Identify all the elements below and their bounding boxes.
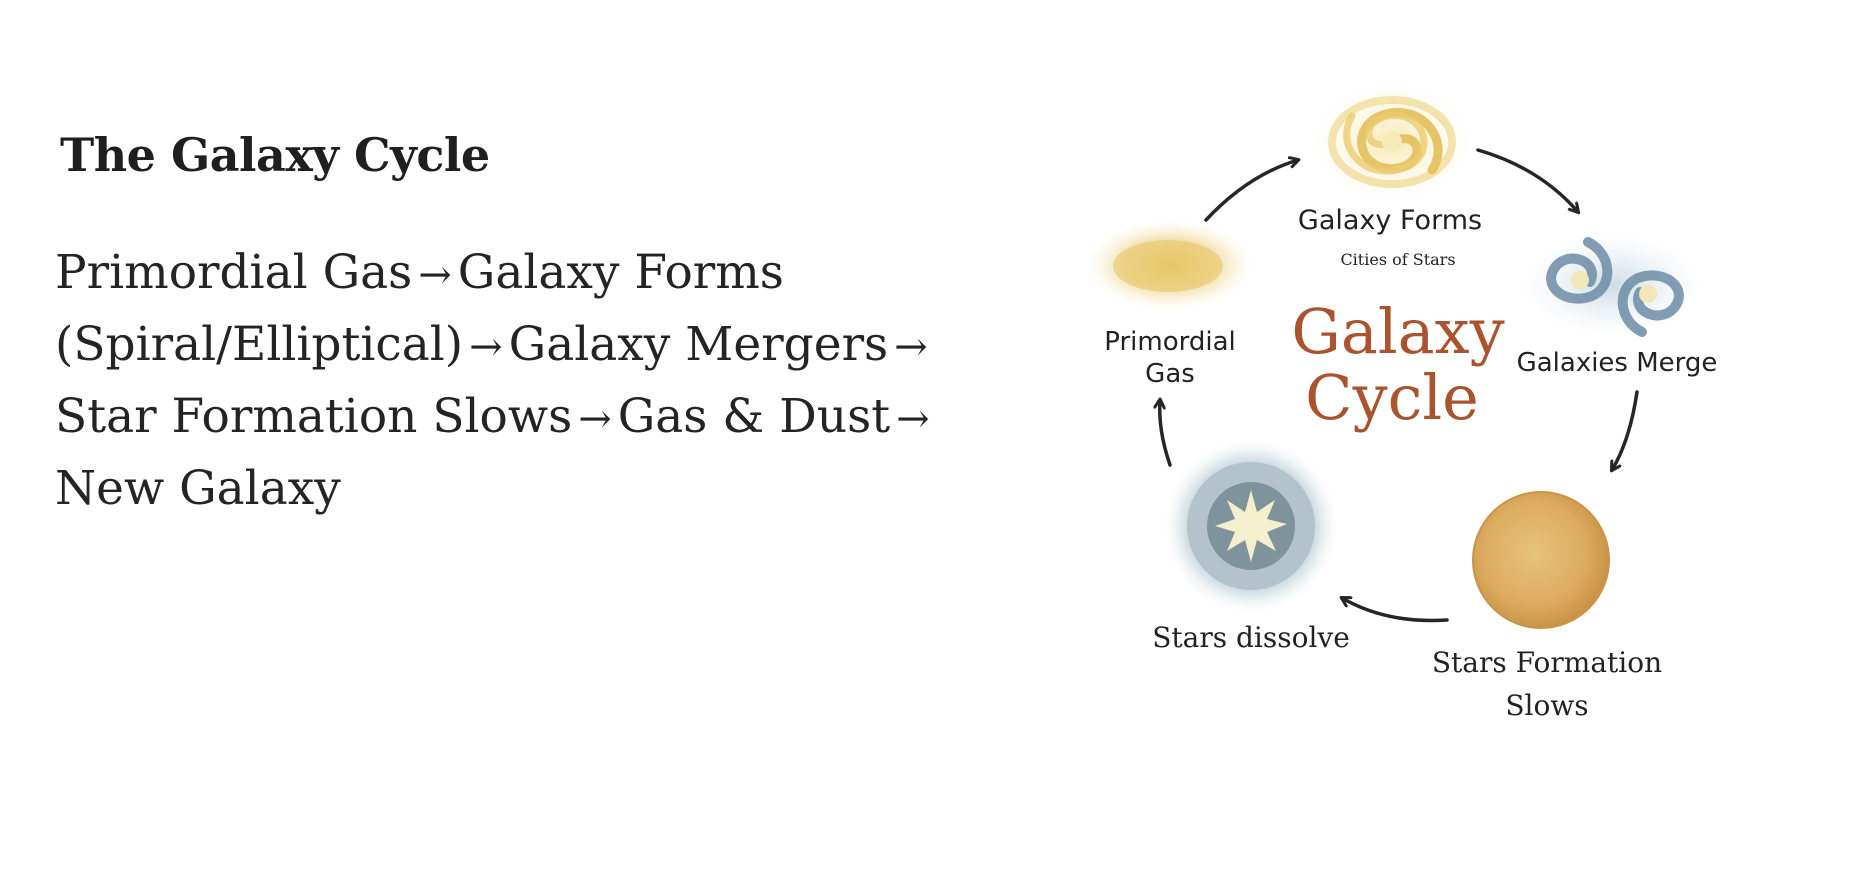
center-title-line-2: Cycle	[1305, 361, 1479, 434]
arrow-to-galaxies-merge-icon	[1478, 150, 1578, 212]
stage-label-galaxy-forms: Galaxy Forms	[1298, 205, 1482, 236]
merging-galaxies-icon	[1524, 235, 1700, 335]
stellar-remnant-icon	[1165, 440, 1337, 612]
spiral-galaxy-icon	[1314, 84, 1470, 200]
gas-cloud-icon	[1088, 221, 1252, 309]
arrow-to-stars-formation-slows-icon	[1612, 392, 1637, 470]
center-title: Galaxy Cycle	[1291, 295, 1504, 434]
stage-label-stars-dissolve: Stars dissolve	[1152, 621, 1350, 654]
stage-label-primordial-gas: Primordial	[1104, 327, 1236, 357]
stage-label-stars-formation-slows: Stars Formation	[1432, 646, 1662, 679]
stage-label-primordial-gas-line2: Gas	[1145, 359, 1195, 389]
center-title-line-1: Galaxy	[1291, 295, 1504, 368]
dim-star-icon	[1473, 492, 1609, 628]
stage-label-stars-formation-slows-line2: Slows	[1505, 689, 1588, 722]
stage-label-galaxies-merge: Galaxies Merge	[1517, 348, 1718, 378]
arrow-to-stars-dissolve-icon	[1342, 598, 1447, 621]
arrow-to-primordial-gas-icon	[1160, 400, 1170, 465]
stage-sublabel-galaxy-forms: Cities of Stars	[1340, 250, 1455, 269]
arrow-to-galaxy-forms-icon	[1206, 160, 1298, 220]
